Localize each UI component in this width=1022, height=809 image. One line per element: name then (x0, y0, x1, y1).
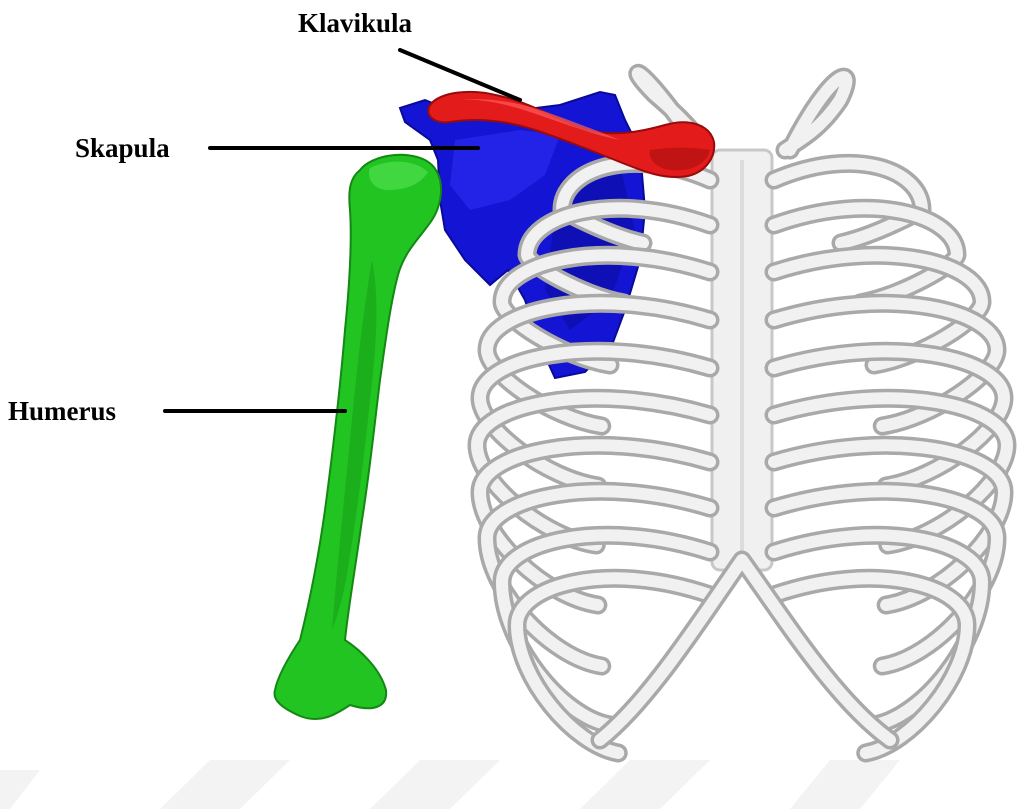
watermark-chevrons (0, 760, 900, 809)
label-klavikula: Klavikula (298, 8, 413, 38)
humerus (274, 155, 441, 719)
label-humerus: Humerus (8, 396, 116, 426)
label-skapula: Skapula (75, 133, 170, 163)
